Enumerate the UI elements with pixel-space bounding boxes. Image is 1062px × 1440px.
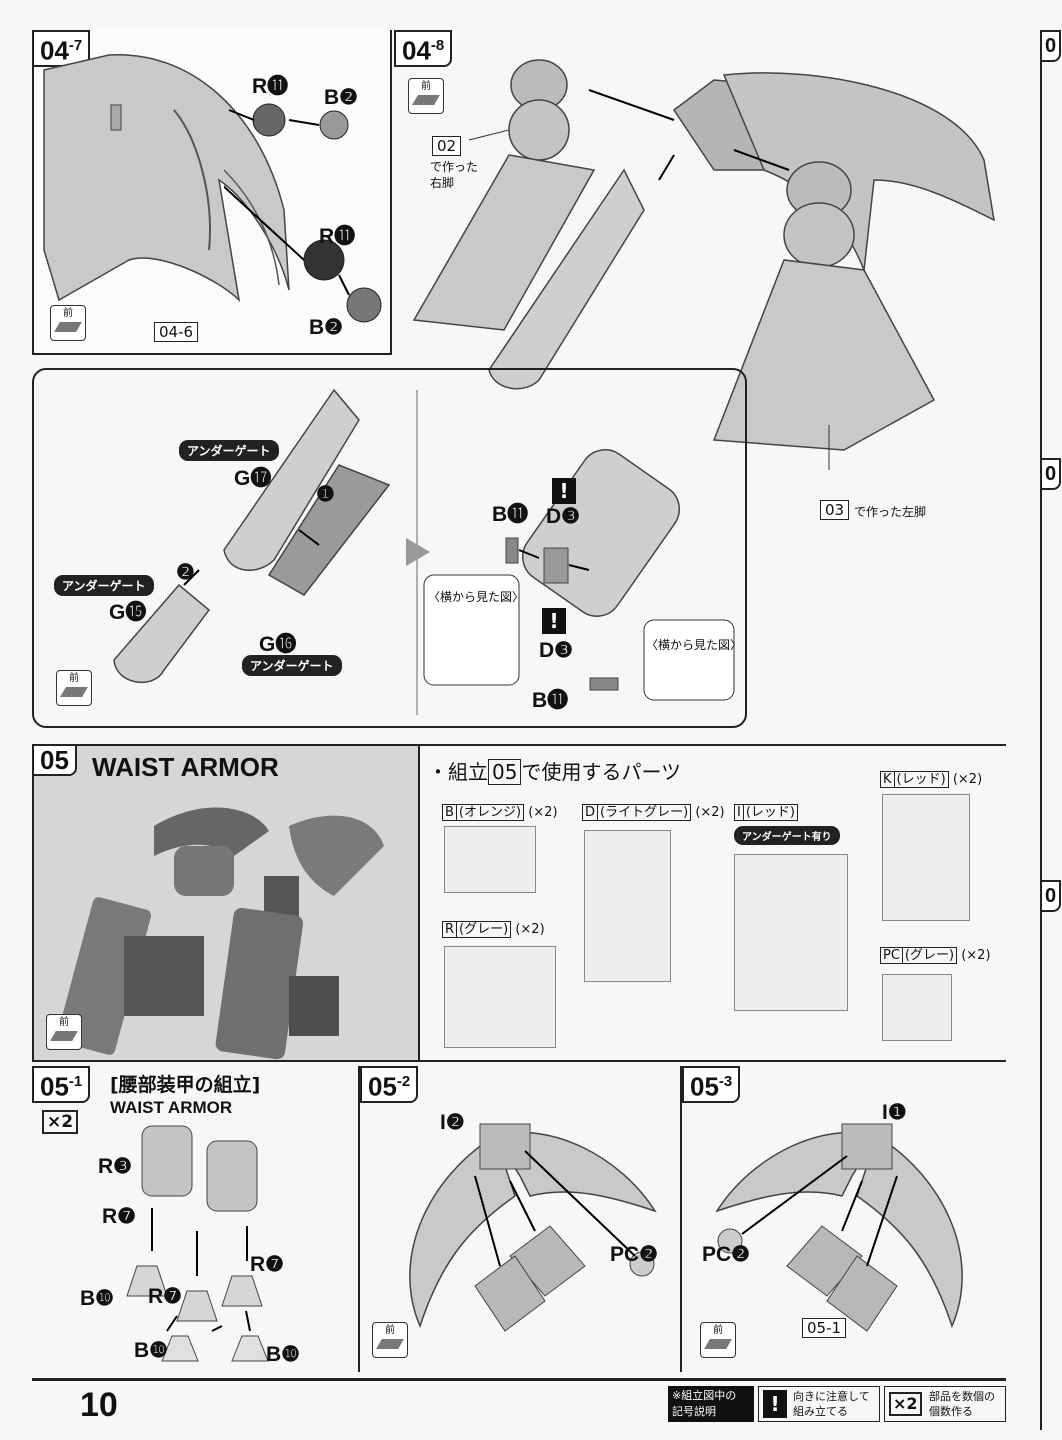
- legend-title: ※組立図中の 記号説明: [668, 1386, 754, 1422]
- part-label: D❸: [546, 505, 580, 528]
- runner-k-label: K(レッド) (×2): [880, 768, 982, 788]
- part-label: R❼: [102, 1205, 136, 1228]
- next-page-tag: 0: [1040, 458, 1062, 490]
- step-05-3-panel: 05-3 I❶ PC❷ 05-1 前: [682, 1066, 1006, 1372]
- step-05-photo-panel: 05 WAIST ARMOR 前: [32, 744, 420, 1062]
- runner-r-image: [444, 946, 556, 1048]
- part-label: G⓱: [234, 467, 272, 490]
- waist-armor-thruster-illustration: [126, 1125, 269, 1362]
- waist-armor-left-illustration: [409, 1123, 657, 1332]
- next-page-tag: 0: [1040, 30, 1062, 62]
- side-view-label: 〈横から見た図〉: [646, 638, 743, 652]
- legend-caution-text: 向きに注意して 組み立てる: [793, 1390, 870, 1418]
- ref-text: で作った: [430, 160, 479, 174]
- caution-icon: !: [552, 478, 576, 504]
- step-04-8-area: 04-8 前 02 で作った 右脚 03 で作った左脚: [394, 30, 1006, 520]
- step-05-1-title: [腰部装甲の組立]: [110, 1074, 261, 1096]
- caution-icon: !: [542, 608, 566, 634]
- runner-i-image: [734, 854, 848, 1011]
- ref-text: で作った左脚: [854, 505, 927, 519]
- runner-b-image: [444, 826, 536, 893]
- runner-pc-image: [882, 974, 952, 1041]
- front-direction-icon: 前: [700, 1322, 736, 1358]
- part-label: PC❷: [702, 1243, 750, 1266]
- part-label: R❼: [148, 1285, 182, 1308]
- step-05-1-subtitle: WAIST ARMOR: [110, 1098, 233, 1117]
- part-label: B❷: [309, 316, 343, 339]
- part-label: R❼: [250, 1253, 284, 1276]
- ref-text: 右脚: [430, 176, 455, 190]
- front-direction-icon: 前: [408, 78, 444, 114]
- part-label: I❶: [882, 1101, 907, 1124]
- legs-assembly-illustration: [412, 59, 995, 470]
- part-label: B⓫: [492, 503, 529, 526]
- part-label: R⓫: [319, 225, 356, 248]
- part-label: B❿: [80, 1287, 114, 1310]
- front-direction-icon: 前: [372, 1322, 408, 1358]
- step-05-1-panel: 05-1 [腰部装甲の組立] WAIST ARMOR ×2 R❸ R❼ R❼ R…: [32, 1066, 360, 1372]
- page-number: 10: [80, 1386, 118, 1424]
- under-gate-badge: アンダーゲート: [54, 575, 154, 596]
- runner-r-label: R(グレー) (×2): [442, 918, 545, 938]
- runner-pc-label: PC(グレー) (×2): [880, 944, 991, 964]
- part-label: B❿: [134, 1339, 168, 1362]
- part-label: G⓯: [109, 601, 147, 624]
- step-04-7-tag: 04-7: [32, 30, 91, 67]
- side-view-label: 〈横から見た図〉: [428, 590, 525, 604]
- next-page-edge: 0 0 0: [1040, 30, 1062, 1430]
- waist-armor-photo: [56, 807, 384, 1060]
- front-direction-icon: 前: [46, 1014, 82, 1050]
- front-direction-icon: 前: [50, 305, 86, 341]
- runner-k-image: [882, 794, 970, 921]
- quantity-x2-badge: ×2: [889, 1392, 922, 1416]
- next-page-tag: 0: [1040, 880, 1062, 912]
- footer-rule: [32, 1378, 1006, 1381]
- runner-b-label: B(オレンジ) (×2): [442, 801, 558, 821]
- part-label: G⓰: [259, 633, 297, 656]
- part-label: R❸: [98, 1155, 132, 1178]
- quantity-x2-badge: ×2: [42, 1110, 79, 1134]
- step-05-title: WAIST ARMOR: [92, 752, 279, 782]
- ref-box-03: 03: [820, 500, 850, 520]
- step-04-8-tag: 04-8: [394, 30, 453, 67]
- leg-armor-subassembly-box: アンダーゲート G⓱ アンダーゲート G⓯ G⓰ アンダーゲート ❶ ❷ B⓫ …: [32, 368, 747, 728]
- step-05-1-tag: 05-1: [32, 1066, 91, 1103]
- ref-label-04-6: 04-6: [154, 322, 199, 342]
- runner-d-label: D(ライトグレー) (×2): [582, 801, 725, 821]
- armor-parts-illustration: [113, 388, 735, 715]
- foot-part-illustration: [43, 54, 290, 303]
- legend-quantity: ×2 部品を数個の 個数作る: [884, 1386, 1006, 1422]
- part-label: B❿: [266, 1343, 300, 1366]
- part-label: B❷: [324, 86, 358, 109]
- step-05-2-tag: 05-2: [360, 1066, 419, 1103]
- step-05-2-panel: 05-2 I❷ PC❷ 前: [360, 1066, 682, 1372]
- part-label: I❷: [440, 1111, 465, 1134]
- part-label: B⓫: [532, 689, 569, 712]
- step-number: ❷: [176, 561, 195, 584]
- under-gate-badge: アンダーゲート: [242, 655, 342, 676]
- ref-box-02: 02: [432, 136, 462, 156]
- runner-d-image: [584, 830, 671, 982]
- step-05-3-tag: 05-3: [682, 1066, 741, 1103]
- waist-armor-right-illustration: [715, 1123, 963, 1332]
- runner-i-label: I(レッド): [734, 801, 798, 821]
- legend-caution: ! 向きに注意して 組み立てる: [758, 1386, 880, 1422]
- step-04-7-panel: 04-7 R⓫ B❷ R⓫ B❷ 04-6 前: [32, 30, 392, 355]
- ref-label-05-1: 05-1: [802, 1318, 847, 1338]
- step-number: ❶: [316, 483, 335, 506]
- part-label: PC❷: [610, 1243, 658, 1266]
- part-label: R⓫: [252, 75, 289, 98]
- legend-quantity-text: 部品を数個の 個数作る: [929, 1390, 995, 1418]
- polycap-parts: [224, 103, 382, 323]
- front-direction-icon: 前: [56, 670, 92, 706]
- under-gate-badge: アンダーゲート有り: [734, 826, 840, 845]
- caution-icon: !: [763, 1390, 787, 1418]
- part-label: D❸: [539, 639, 573, 662]
- step-05-tag: 05: [32, 744, 77, 776]
- under-gate-badge: アンダーゲート: [179, 440, 279, 461]
